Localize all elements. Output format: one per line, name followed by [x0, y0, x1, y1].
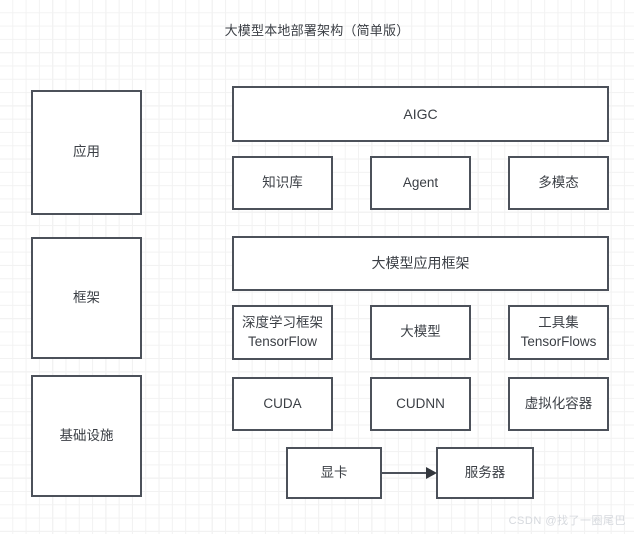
- node-label-virtual-container: 虚拟化容器: [524, 395, 593, 411]
- tier-box-framework[interactable]: 框架: [31, 237, 142, 359]
- node-label-app-framework: 大模型应用框架: [371, 255, 470, 272]
- node-multimodal[interactable]: 多模态: [508, 156, 609, 210]
- node-toolset[interactable]: 工具集 TensorFlows: [508, 305, 609, 360]
- node-cuda[interactable]: CUDA: [232, 377, 333, 431]
- node-label-knowledge-base: 知识库: [262, 174, 303, 190]
- node-server[interactable]: 服务器: [436, 447, 534, 499]
- node-label-agent: Agent: [402, 174, 439, 190]
- node-label-aigc: AIGC: [403, 105, 438, 122]
- node-virtual-container[interactable]: 虚拟化容器: [508, 377, 609, 431]
- watermark-text: CSDN @找了一圈尾巴: [508, 515, 626, 527]
- page-title: 大模型本地部署架构（简单版）: [224, 23, 410, 38]
- node-label-large-model: 大模型: [400, 324, 441, 340]
- tier-label-application: 应用: [73, 144, 100, 160]
- tier-label-infrastructure: 基础设施: [59, 427, 114, 443]
- tier-label-framework: 框架: [73, 289, 100, 305]
- node-label-server: 服务器: [464, 464, 506, 480]
- node-label-toolset: 工具集 TensorFlows: [520, 315, 597, 349]
- node-deep-learning-framework[interactable]: 深度学习框架 TensorFlow: [232, 305, 333, 360]
- tier-box-application[interactable]: 应用: [31, 90, 142, 215]
- node-aigc[interactable]: AIGC: [232, 86, 609, 142]
- node-app-framework[interactable]: 大模型应用框架: [232, 236, 609, 291]
- node-label-deep-learning-framework: 深度学习框架 TensorFlow: [242, 315, 323, 349]
- node-knowledge-base[interactable]: 知识库: [232, 156, 333, 210]
- node-large-model[interactable]: 大模型: [370, 305, 471, 360]
- node-label-cudnn: CUDNN: [396, 395, 445, 411]
- node-label-gpu: 显卡: [320, 464, 348, 480]
- node-gpu[interactable]: 显卡: [286, 447, 382, 499]
- connector-gpu-to-server-line: [382, 472, 428, 474]
- node-label-cuda: CUDA: [263, 395, 302, 411]
- tier-box-infrastructure[interactable]: 基础设施: [31, 375, 142, 497]
- node-label-multimodal: 多模态: [538, 174, 579, 190]
- connector-gpu-to-server-arrowhead-icon: [426, 467, 437, 479]
- node-agent[interactable]: Agent: [370, 156, 471, 210]
- node-cudnn[interactable]: CUDNN: [370, 377, 471, 431]
